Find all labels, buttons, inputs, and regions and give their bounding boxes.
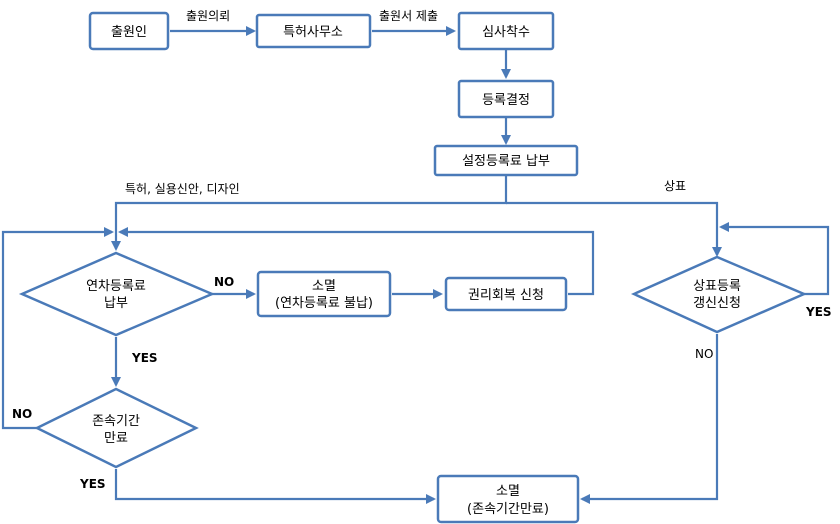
node-patent-office: 특허사무소 xyxy=(255,13,372,49)
svg-text:설정등록료 납부: 설정등록료 납부 xyxy=(462,154,550,169)
label-application-request: 출원의뢰 xyxy=(186,9,230,23)
label-renewal-no: NO xyxy=(695,347,713,361)
arrow-renewal-yes xyxy=(719,222,830,296)
svg-text:권리회복 신청: 권리회복 신청 xyxy=(468,288,544,303)
node-registration-fee: 설정등록료 납부 xyxy=(433,144,579,177)
arrow-fee-to-renewal xyxy=(506,201,722,257)
label-term-yes: YES xyxy=(79,477,106,491)
svg-text:출원인: 출원인 xyxy=(111,25,147,40)
node-trademark-renewal: 상표등록 갱신신청 xyxy=(630,255,808,334)
svg-text:특허사무소: 특허사무소 xyxy=(283,25,343,40)
node-extinction-unpaid: 소멸 (연차등록료 불납) xyxy=(256,270,392,318)
svg-text:상표등록: 상표등록 xyxy=(693,279,741,294)
node-examination: 심사착수 xyxy=(457,11,555,51)
svg-text:연차등록료: 연차등록료 xyxy=(86,279,146,294)
arrow-term-no xyxy=(1,227,114,430)
arrow-renewal-no xyxy=(580,334,719,504)
node-extinction-expired: 소멸 (존속기간만료) xyxy=(436,474,580,524)
svg-text:존속기간: 존속기간 xyxy=(92,414,140,429)
svg-text:심사착수: 심사착수 xyxy=(482,25,530,40)
node-annual-fee: 연차등록료 납부 xyxy=(18,251,216,337)
svg-text:갱신신청: 갱신신청 xyxy=(693,296,741,311)
connectors xyxy=(1,26,830,504)
svg-text:등록결정: 등록결정 xyxy=(482,93,530,108)
node-term-expiry: 존속기간 만료 xyxy=(34,387,199,469)
svg-text:소멸: 소멸 xyxy=(312,279,336,294)
label-annual-no: NO xyxy=(214,275,234,289)
node-applicant: 출원인 xyxy=(88,11,170,51)
svg-text:(존속기간만료): (존속기간만료) xyxy=(467,502,549,517)
svg-text:만료: 만료 xyxy=(104,431,128,446)
arrow-recovery-back xyxy=(118,227,595,296)
label-application-submit: 출원서 제출 xyxy=(379,9,438,23)
label-trademark-branch: 상표 xyxy=(664,179,686,193)
node-registration-decision: 등록결정 xyxy=(457,79,555,119)
node-rights-recovery: 권리회복 신청 xyxy=(444,276,568,312)
label-annual-yes: YES xyxy=(131,351,158,365)
svg-text:납부: 납부 xyxy=(104,296,128,311)
label-term-no: NO xyxy=(12,407,32,421)
svg-text:(연차등록료 불납): (연차등록료 불납) xyxy=(275,296,373,311)
label-patent-branch: 특허, 실용신안, 디자인 xyxy=(125,182,240,196)
arrow-term-yes xyxy=(114,469,436,504)
svg-text:소멸: 소멸 xyxy=(496,484,520,499)
label-renewal-yes: YES xyxy=(805,305,832,319)
arrow-fee-to-annual xyxy=(111,175,508,251)
